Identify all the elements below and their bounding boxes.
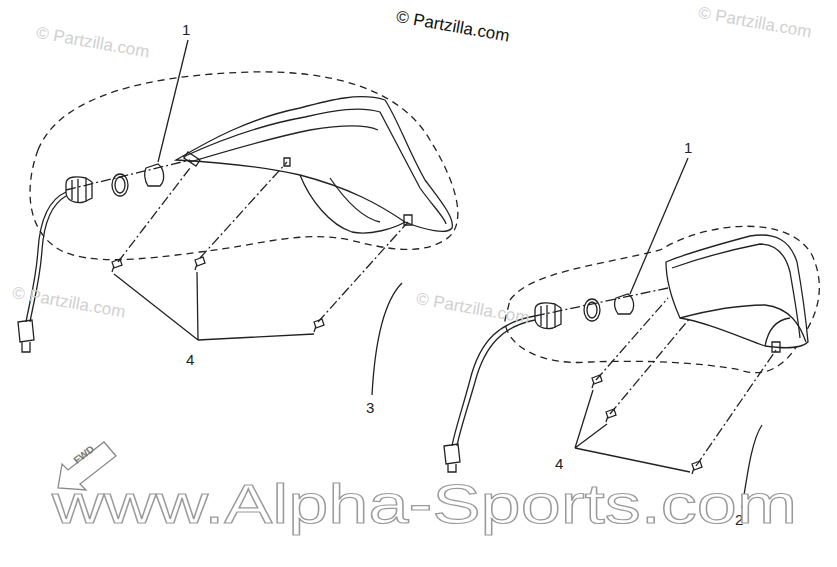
lamp-edge	[672, 244, 800, 338]
lamp-lens	[330, 178, 380, 222]
screw	[112, 257, 324, 332]
connector	[18, 320, 34, 352]
direction-label: FWD	[72, 444, 96, 466]
leader-line	[372, 283, 402, 395]
lamp-edge	[183, 109, 446, 224]
leader-line	[114, 272, 314, 340]
tail-lamp	[666, 235, 808, 348]
watermark: © Partzilla.com	[697, 4, 813, 41]
watermark: © Partzilla.com	[415, 290, 531, 327]
lamp-edge	[680, 305, 806, 342]
callout-number: 1	[684, 140, 692, 155]
callout-number: 3	[366, 400, 374, 415]
callout-number: 4	[186, 352, 194, 367]
watermark: © Partzilla.com	[395, 8, 511, 45]
o-ring	[584, 299, 600, 321]
assembly-outline	[30, 72, 458, 260]
center-line	[66, 160, 408, 322]
tail-lamp	[176, 97, 452, 232]
wire	[452, 316, 535, 446]
o-ring	[115, 177, 125, 193]
connector	[444, 444, 460, 472]
callout-number: 1	[182, 22, 190, 37]
center-line	[535, 288, 776, 466]
watermark: www.Alpha-Sports.com	[52, 476, 797, 532]
wire	[457, 320, 535, 446]
screw	[592, 375, 702, 474]
assembly-outline	[505, 226, 819, 372]
watermark: © Partzilla.com	[11, 284, 127, 321]
leader-line	[158, 40, 188, 162]
callout-number: 4	[555, 456, 563, 471]
lamp-boss	[184, 152, 412, 225]
lamp-lens	[300, 175, 405, 233]
lamp-edge	[190, 126, 378, 162]
leader-line	[575, 390, 690, 472]
watermark: © Partzilla.com	[35, 24, 151, 61]
leader-line	[630, 158, 688, 294]
